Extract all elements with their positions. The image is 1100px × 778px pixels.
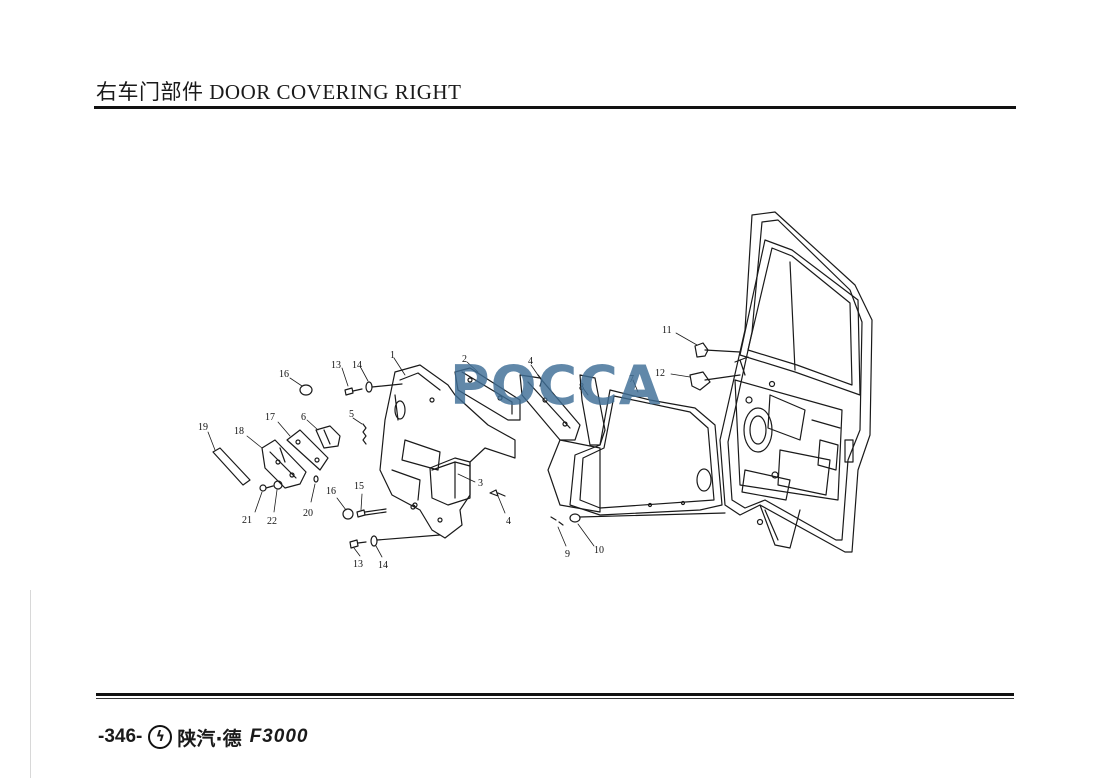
brand-logo-icon: ϟ bbox=[148, 725, 173, 749]
part-11-clip bbox=[695, 343, 740, 357]
callout-14-upper: 14 bbox=[352, 360, 362, 371]
footer-rule bbox=[96, 693, 1014, 696]
part-16-button-cap bbox=[300, 385, 312, 395]
callout-6: 6 bbox=[301, 412, 306, 423]
callout-4-upper: 4 bbox=[528, 356, 533, 367]
callout-18: 18 bbox=[234, 426, 244, 437]
door-frame bbox=[720, 212, 872, 552]
callout-16-lower: 16 bbox=[326, 486, 336, 497]
page-number: -346- bbox=[98, 726, 143, 747]
part-21-22-20-fasteners bbox=[260, 476, 318, 491]
part-8-panel bbox=[548, 375, 605, 512]
callout-5: 5 bbox=[349, 409, 354, 420]
part-3-door-pocket bbox=[430, 458, 470, 505]
callout-labels: 1 2 3 4 4 5 6 7 8 9 10 11 12 13 13 14 14… bbox=[198, 325, 672, 571]
model-name: F3000 bbox=[249, 726, 309, 747]
page-title: 右车门部件 DOOR COVERING RIGHT bbox=[96, 80, 462, 104]
callout-7: 7 bbox=[629, 374, 634, 385]
callout-16-upper: 16 bbox=[279, 369, 289, 380]
part-15-16-lower-bolt bbox=[343, 505, 415, 519]
callout-10: 10 bbox=[594, 545, 604, 556]
callout-19: 19 bbox=[198, 422, 208, 433]
header-rule bbox=[94, 106, 1016, 109]
watermark-logo: POCCA bbox=[450, 353, 662, 417]
footer-rule-thin bbox=[96, 698, 1014, 699]
brand-name: 陕汽·德 bbox=[177, 727, 242, 750]
callout-22: 22 bbox=[267, 516, 277, 527]
scan-edge-line bbox=[30, 590, 31, 778]
callout-17: 17 bbox=[265, 412, 275, 423]
callout-20: 20 bbox=[303, 508, 313, 519]
callout-13-lower: 13 bbox=[353, 559, 363, 570]
callout-14-lower: 14 bbox=[378, 560, 388, 571]
part-17-handle-plate bbox=[287, 430, 328, 470]
callout-9: 9 bbox=[565, 549, 570, 560]
callout-3: 3 bbox=[478, 478, 483, 489]
callout-11: 11 bbox=[662, 325, 672, 336]
part-5-spring bbox=[363, 424, 366, 444]
leader-lines bbox=[207, 332, 698, 558]
callout-8: 8 bbox=[579, 382, 584, 393]
callout-1: 1 bbox=[390, 350, 395, 361]
callout-21: 21 bbox=[242, 515, 252, 526]
part-19-trim-strip bbox=[213, 448, 250, 485]
footer: -346- ϟ 陕汽·德 F3000 bbox=[98, 722, 308, 752]
part-13-14-lower-screw bbox=[350, 535, 440, 548]
part-12-clip-bracket bbox=[690, 372, 740, 390]
part-2-bracket bbox=[455, 368, 520, 420]
callout-15: 15 bbox=[354, 481, 364, 492]
callout-2: 2 bbox=[462, 354, 467, 365]
part-10-grommet bbox=[570, 513, 725, 522]
part-13-14-upper-screw bbox=[345, 382, 402, 395]
part-6-handle-plug bbox=[316, 426, 340, 448]
callout-12: 12 bbox=[655, 368, 665, 379]
callout-13-upper: 13 bbox=[331, 360, 341, 371]
callout-4-lower: 4 bbox=[506, 516, 511, 527]
part-18-handle-bracket bbox=[262, 440, 306, 488]
part-9-pin bbox=[551, 517, 563, 525]
